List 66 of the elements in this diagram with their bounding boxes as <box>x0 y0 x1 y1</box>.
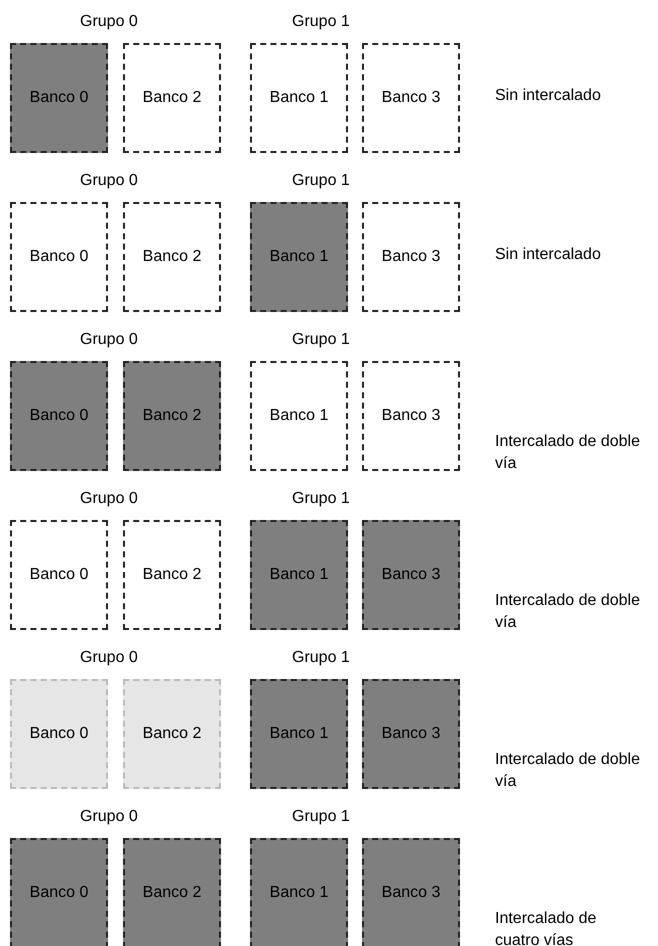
bank-name: Banco 1 <box>270 248 328 266</box>
group-label: Grupo 1 <box>292 649 350 667</box>
interleave-mode-label: Sin intercalado <box>495 245 602 265</box>
bank-name: Banco 2 <box>142 248 202 266</box>
memory-bank-box <box>123 43 221 153</box>
group-label: Grupo 0 <box>80 13 138 31</box>
bank-name: Banco 0 <box>30 89 88 107</box>
memory-bank-box <box>362 361 460 471</box>
memory-bank-box <box>250 202 348 312</box>
group-label: Grupo 0 <box>80 490 138 508</box>
bank-name: Banco 1 <box>270 566 328 584</box>
interleave-mode-label: Intercalado de doble vía <box>495 432 641 474</box>
bank-name: Banco 2 <box>142 725 202 743</box>
memory-bank-box <box>123 520 221 630</box>
memory-bank-box <box>123 202 221 312</box>
group-label: Grupo 1 <box>292 13 350 31</box>
bank-name: Banco 3 <box>382 566 440 584</box>
memory-bank-box <box>362 43 460 153</box>
group-label: Grupo 0 <box>80 331 138 349</box>
bank-name: Banco 1 <box>270 89 328 107</box>
memory-bank-box <box>362 520 460 630</box>
bank-name: Banco 3 <box>382 407 440 425</box>
memory-bank-box <box>10 361 108 471</box>
memory-bank-box <box>123 679 221 789</box>
memory-bank-box <box>123 838 221 946</box>
memory-bank-box <box>10 520 108 630</box>
memory-bank-box <box>250 43 348 153</box>
interleave-mode-label: Intercalado de doble vía <box>495 750 641 792</box>
memory-bank-box <box>10 679 108 789</box>
bank-name: Banco 3 <box>382 248 440 266</box>
bank-name: Banco 0 <box>30 884 88 902</box>
group-label: Grupo 0 <box>80 649 138 667</box>
interleave-mode-label: Intercalado de doble vía <box>495 591 641 633</box>
memory-bank-box <box>362 679 460 789</box>
group-label: Grupo 1 <box>292 172 350 190</box>
bank-name: Banco 2 <box>142 89 202 107</box>
memory-bank-box <box>250 679 348 789</box>
interleave-mode-label: Intercalado de cuatro vías <box>495 909 598 946</box>
bank-name: Banco 3 <box>382 884 440 902</box>
group-label: Grupo 0 <box>80 172 138 190</box>
interleave-mode-label: Sin intercalado <box>495 86 602 106</box>
memory-bank-box <box>10 202 108 312</box>
memory-bank-box <box>10 43 108 153</box>
bank-name: Banco 0 <box>30 566 88 584</box>
bank-name: Banco 3 <box>382 89 440 107</box>
group-label: Grupo 1 <box>292 808 350 826</box>
memory-bank-box <box>250 838 348 946</box>
bank-name: Banco 2 <box>142 407 202 425</box>
bank-name: Banco 2 <box>142 566 202 584</box>
memory-bank-box <box>250 361 348 471</box>
bank-name: Banco 0 <box>30 248 88 266</box>
bank-name: Banco 1 <box>270 407 328 425</box>
memory-bank-box <box>250 520 348 630</box>
memory-bank-box <box>10 838 108 946</box>
group-label: Grupo 1 <box>292 331 350 349</box>
group-label: Grupo 0 <box>80 808 138 826</box>
group-label: Grupo 1 <box>292 490 350 508</box>
bank-name: Banco 1 <box>270 884 328 902</box>
bank-name: Banco 1 <box>270 725 328 743</box>
bank-name: Banco 0 <box>30 407 88 425</box>
bank-name: Banco 0 <box>30 725 88 743</box>
bank-name: Banco 2 <box>142 884 202 902</box>
bank-name: Banco 3 <box>382 725 440 743</box>
memory-bank-box <box>123 361 221 471</box>
memory-bank-box <box>362 838 460 946</box>
memory-bank-box <box>362 202 460 312</box>
